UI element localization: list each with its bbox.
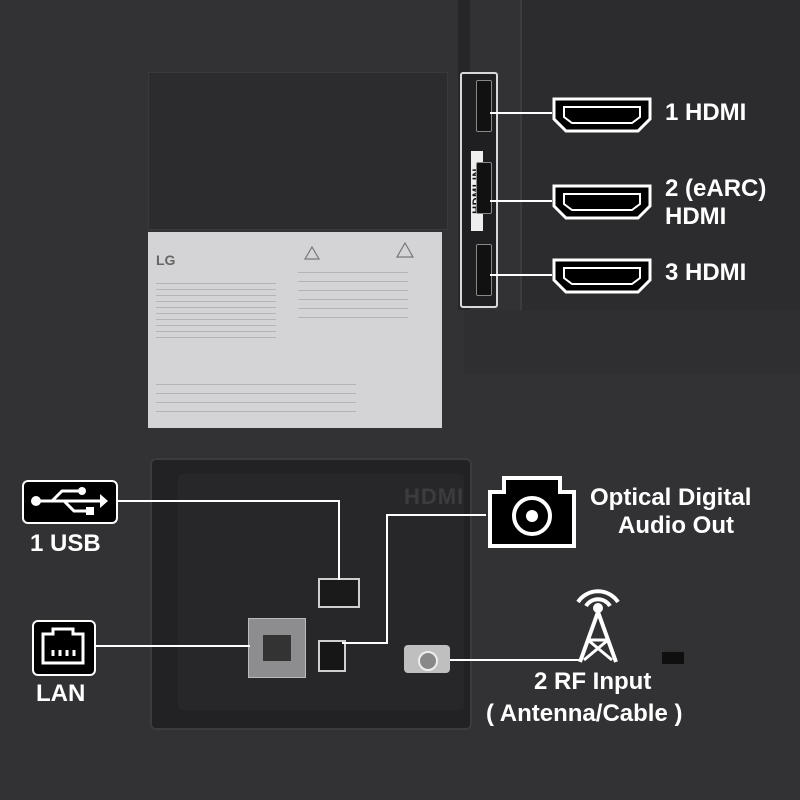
hdmi-port-2[interactable] — [476, 162, 492, 214]
rf-label-line1: 2 RF Input — [534, 668, 652, 695]
hdmi-port-1[interactable] — [476, 80, 492, 132]
fine-print-c — [156, 376, 356, 416]
rf-wire — [450, 659, 580, 661]
optical-wire-v — [386, 514, 388, 644]
rf-port[interactable] — [404, 645, 450, 673]
lg-logo: LG — [156, 252, 176, 268]
usb-wire-v — [338, 500, 340, 580]
hdmi-port-3[interactable] — [476, 244, 492, 296]
usb-icon — [31, 487, 108, 515]
antenna-icon — [576, 589, 620, 663]
hdmi-3-label: 3 HDMI — [665, 259, 747, 286]
fine-print-a — [156, 278, 276, 338]
dark-sticker — [148, 72, 448, 230]
optical-label-line1: Optical Digital — [590, 484, 752, 511]
optical-label-line2: Audio Out — [618, 512, 734, 539]
optical-wire-h2 — [342, 642, 388, 644]
hdmi-1-wire — [490, 112, 552, 114]
bottom-bevel — [464, 310, 800, 374]
usb-port[interactable] — [318, 578, 360, 608]
embossed-hdmi-mark: HDMI — [404, 484, 465, 509]
rating-label-sticker: LG — [148, 232, 442, 428]
hdmi-3-icon — [552, 258, 652, 294]
usb-wire-h — [116, 500, 340, 502]
hdmi-2-label-line1: 2 (eARC) — [665, 175, 767, 202]
hdmi-2-label-line2: HDMI — [665, 203, 727, 230]
optical-wire-h — [388, 514, 486, 516]
lan-label: LAN — [36, 680, 86, 707]
kensington-slot — [662, 652, 684, 664]
fine-print-b — [298, 264, 408, 326]
hdmi-3-wire — [490, 274, 552, 276]
warning-icon-right — [396, 242, 414, 258]
hdmi-1-label: 1 HDMI — [665, 99, 747, 126]
hdmi-1-icon — [552, 97, 652, 133]
hdmi-2-icon — [552, 184, 652, 220]
optical-icon — [488, 476, 576, 548]
warning-icon-left — [304, 246, 320, 260]
usb-label: 1 USB — [30, 530, 101, 557]
lan-icon — [41, 627, 85, 665]
rf-label-line2: ( Antenna/Cable ) — [486, 700, 683, 727]
lan-port[interactable] — [248, 618, 306, 678]
lan-wire — [94, 645, 250, 647]
lan-port-jack — [263, 635, 291, 661]
optical-port[interactable] — [318, 640, 346, 672]
rf-port-core — [418, 651, 438, 671]
hdmi-2-wire — [490, 200, 552, 202]
